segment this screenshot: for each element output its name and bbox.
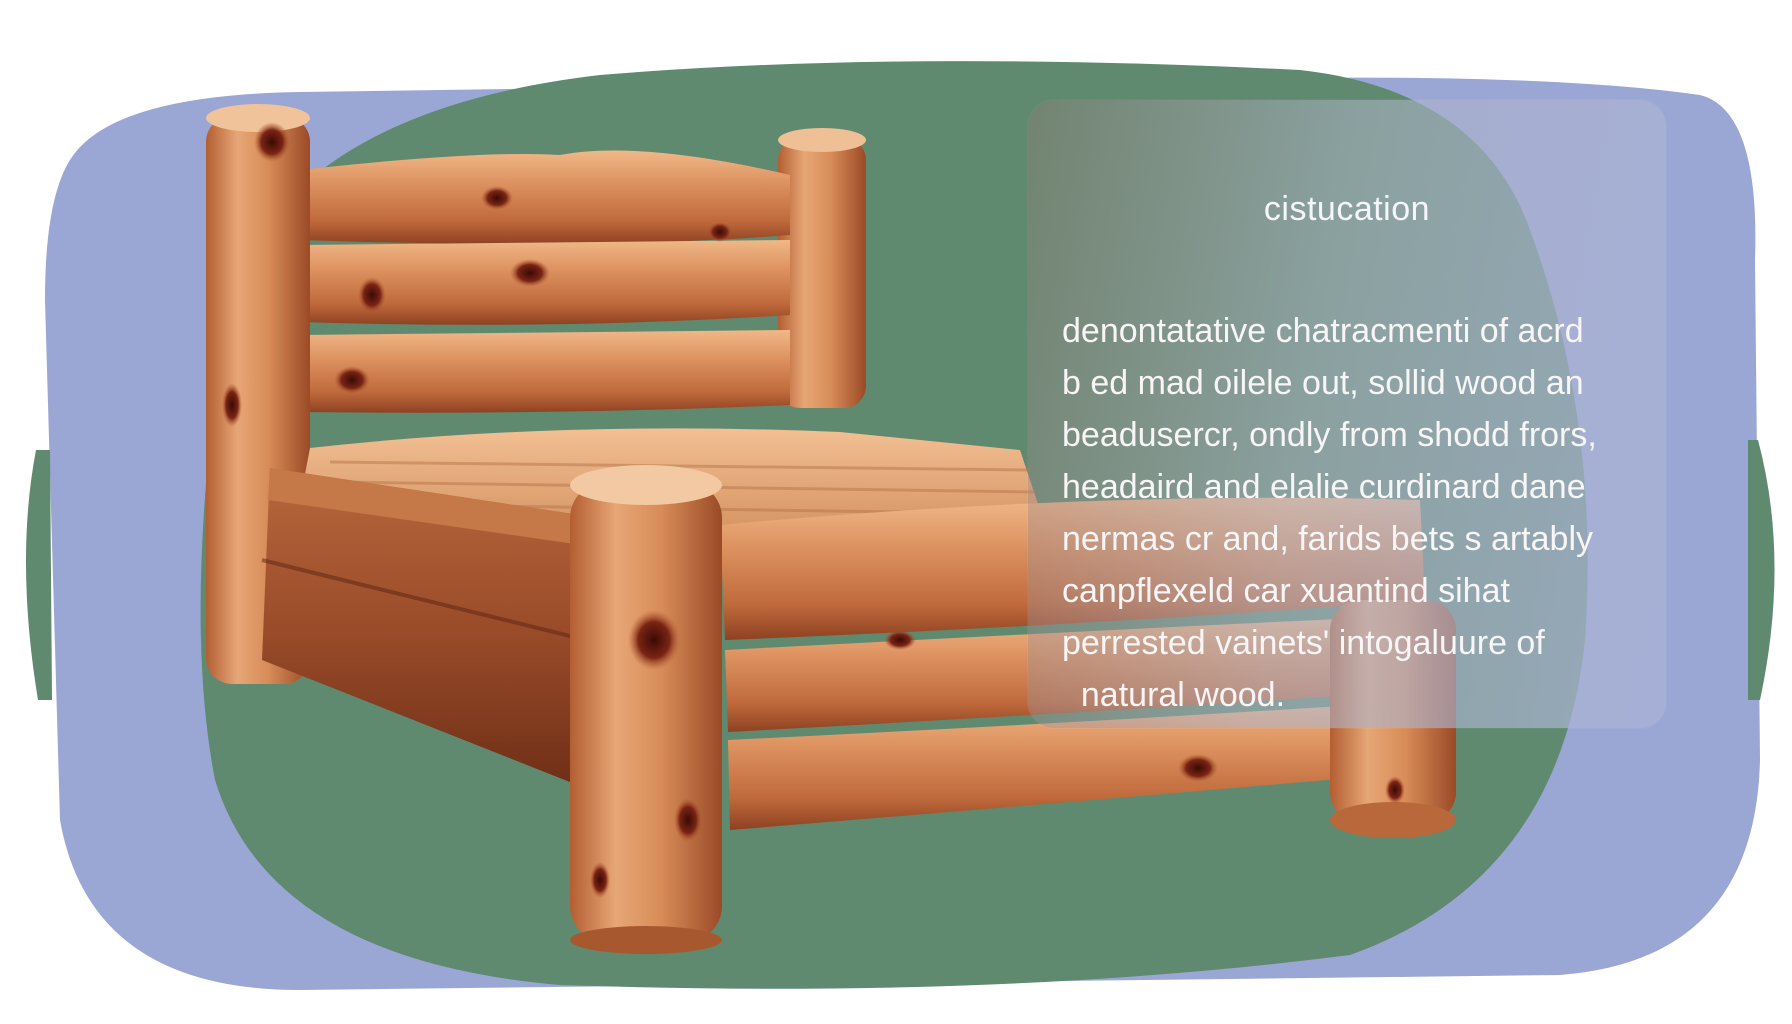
front-rail-3: [728, 700, 1440, 830]
card-line: headaird and elalie curdinard dane: [1062, 468, 1586, 506]
card-body: denontatative chatracmenti of acrd b ed …: [1062, 305, 1652, 721]
back-right-post: [778, 138, 866, 408]
headboard-log-2: [300, 240, 790, 325]
card-line: denontatative chatracmenti of acrd: [1062, 312, 1584, 350]
right-green-edge: [1748, 440, 1775, 700]
description-card: cistucation denontatative chatracmenti o…: [1028, 100, 1666, 728]
card-line: nermas cr and, farids bets s artably: [1062, 520, 1594, 558]
headboard-log-3: [300, 330, 790, 413]
left-side-rail: [262, 468, 590, 790]
card-title: cistucation: [1263, 190, 1431, 228]
card-line: beadusercr, ondly from shodd frors,: [1062, 416, 1597, 454]
left-green-edge: [25, 450, 52, 700]
card-line: b ed mad oilele out, sollid wood an: [1062, 364, 1584, 402]
card-line: perrested vainets' intogaluure of: [1062, 624, 1545, 662]
headboard-log-1: [300, 150, 790, 244]
card-line: natural wood.: [1062, 676, 1286, 714]
card-line: canpflexeld car xuantind sihat: [1062, 572, 1510, 610]
